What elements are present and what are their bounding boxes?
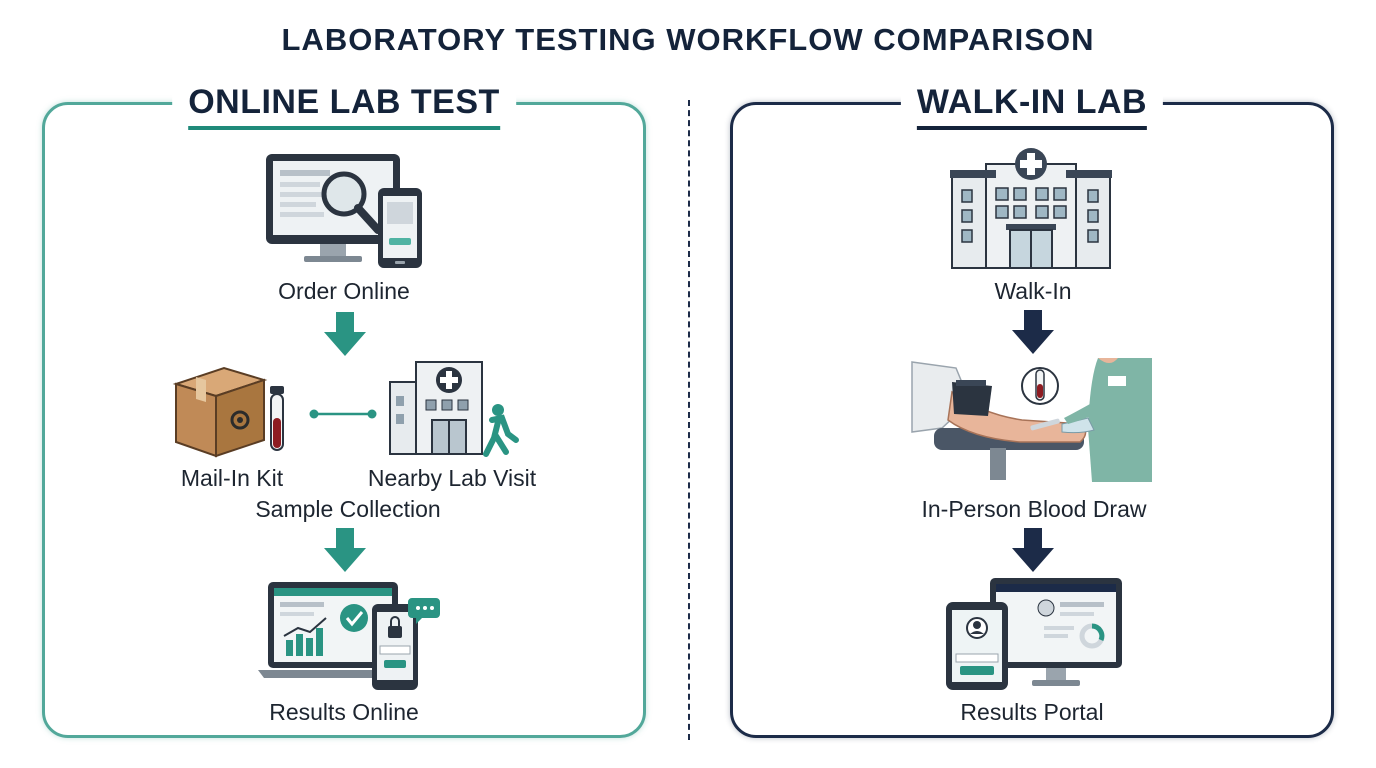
step-label-order-online: Order Online — [278, 278, 410, 304]
arrow-down-icon — [1012, 310, 1054, 354]
blood-draw-scene-icon — [911, 358, 1152, 482]
portal-tablet-monitor-icon — [946, 578, 1122, 690]
arrow-down-icon — [324, 528, 366, 572]
arrow-down-icon — [324, 312, 366, 356]
connector-line — [309, 409, 377, 419]
step-label-sample-collection: Sample Collection — [255, 496, 441, 522]
mail-kit-box-icon — [172, 366, 284, 458]
step-label-results-portal: Results Portal — [960, 699, 1104, 725]
step-label-mail-in-kit: Mail-In Kit — [180, 465, 284, 491]
step-label-nearby-lab-visit: Nearby Lab Visit — [367, 465, 537, 491]
laptop-results-icon — [258, 582, 440, 690]
walkin-panel-heading: WALK-IN LAB — [900, 83, 1164, 130]
hospital-building-icon — [950, 148, 1112, 269]
page-title: LABORATORY TESTING WORKFLOW COMPARISON — [281, 22, 1095, 57]
step-label-walk-in: Walk-In — [994, 278, 1072, 304]
lab-building-walker-icon — [389, 361, 519, 457]
computer-search-icon — [266, 154, 422, 268]
arrow-down-icon — [1012, 528, 1054, 572]
panel-divider — [688, 100, 690, 740]
step-label-in-person-blood-draw: In-Person Blood Draw — [921, 496, 1147, 522]
step-label-results-online: Results Online — [269, 699, 419, 725]
online-panel-heading: ONLINE LAB TEST — [172, 83, 516, 130]
